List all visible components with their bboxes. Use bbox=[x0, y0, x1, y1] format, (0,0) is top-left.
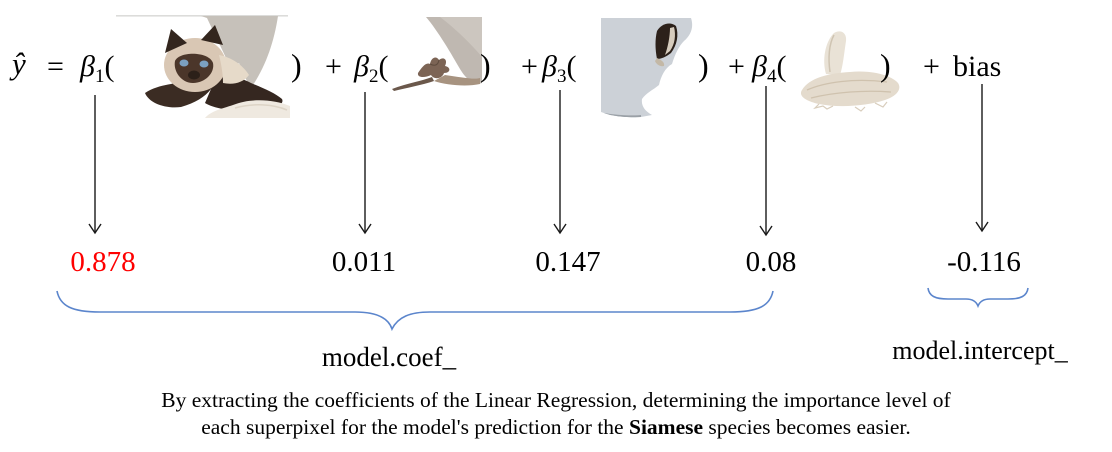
figure-caption: By extracting the coefficients of the Li… bbox=[0, 387, 1112, 440]
arrow-beta4-to-value bbox=[759, 86, 773, 237]
beta2-subscript: 2 bbox=[368, 66, 379, 87]
intercept-curly-brace bbox=[927, 287, 1029, 309]
cat-head-superpixel-graphic bbox=[116, 15, 290, 118]
close-paren-3: ) bbox=[698, 47, 709, 83]
plus-sign-4: + bbox=[923, 50, 940, 83]
beta2-symbol: β bbox=[354, 50, 369, 83]
model-coef-label: model.coef_ bbox=[321, 342, 457, 372]
coefficient-value-2: 0.011 bbox=[331, 246, 397, 278]
y-hat-symbol: ŷ bbox=[12, 46, 26, 81]
plus-sign-3: + bbox=[728, 50, 745, 83]
beta3-term-open: β3( bbox=[542, 50, 577, 87]
superpixel-image-cat-ear bbox=[601, 18, 698, 118]
close-paren-1: ) bbox=[291, 47, 302, 83]
coefficient-value-4: 0.08 bbox=[745, 246, 797, 278]
beta1-term-open: β1( bbox=[80, 50, 115, 87]
coefficient-value-3: 0.147 bbox=[535, 246, 601, 278]
superpixel-image-background-fragment bbox=[390, 17, 482, 100]
beta3-symbol: β bbox=[542, 50, 557, 83]
coef-curly-brace bbox=[56, 290, 774, 332]
beta4-symbol: β bbox=[752, 50, 767, 83]
beta4-subscript: 4 bbox=[766, 66, 777, 87]
plus-sign-1: + bbox=[325, 50, 342, 83]
superpixel-image-blanket bbox=[795, 28, 902, 116]
bias-label: bias bbox=[953, 50, 1002, 83]
ear-superpixel-graphic bbox=[601, 18, 693, 118]
caption-line-1: By extracting the coefficients of the Li… bbox=[161, 388, 951, 412]
plus-sign-2: + bbox=[521, 50, 538, 83]
blanket-superpixel-graphic bbox=[800, 31, 900, 112]
superpixel-image-siamese-cat-head bbox=[115, 13, 290, 118]
close-paren-2: ) bbox=[480, 47, 491, 83]
open-paren-3: ( bbox=[566, 50, 577, 83]
beta3-subscript: 3 bbox=[556, 66, 567, 87]
background-superpixel-graphic bbox=[392, 17, 482, 91]
equals-sign: = bbox=[47, 50, 64, 83]
open-paren-1: ( bbox=[104, 50, 115, 83]
beta1-subscript: 1 bbox=[94, 66, 105, 87]
coefficient-value-1: 0.878 bbox=[70, 246, 136, 278]
caption-line2-pre: each superpixel for the model's predicti… bbox=[201, 414, 629, 439]
model-intercept-label: model.intercept_ bbox=[892, 336, 1068, 365]
intercept-value: -0.116 bbox=[947, 246, 1021, 278]
arrow-beta2-to-value bbox=[358, 92, 372, 235]
arrow-bias-to-value bbox=[975, 84, 989, 233]
beta1-symbol: β bbox=[80, 50, 95, 83]
caption-species-bold: Siamese bbox=[628, 414, 704, 439]
caption-line2-post: species becomes easier. bbox=[703, 414, 911, 439]
beta2-term-open: β2( bbox=[354, 50, 389, 87]
open-paren-2: ( bbox=[378, 50, 389, 83]
open-paren-4: ( bbox=[776, 50, 787, 83]
arrow-beta3-to-value bbox=[553, 90, 567, 235]
close-paren-4: ) bbox=[880, 47, 891, 83]
arrow-beta1-to-value bbox=[88, 95, 102, 235]
caption-line-2: each superpixel for the model's predicti… bbox=[0, 414, 1112, 441]
beta4-term-open: β4( bbox=[752, 50, 787, 87]
